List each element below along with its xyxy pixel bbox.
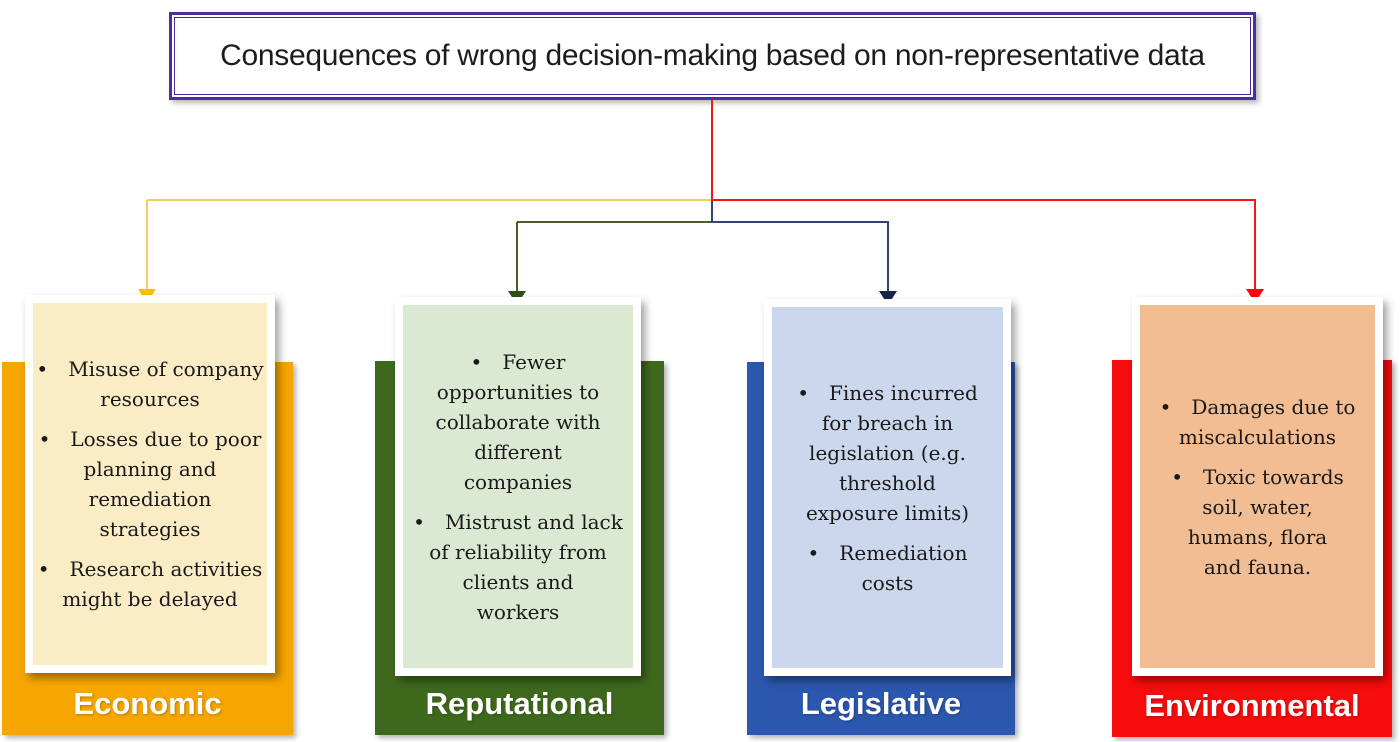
bullet-item: • Toxic towards soil, water, humans, flo…	[1171, 464, 1344, 579]
bullet-item: • Fewer opportunities to collaborate wit…	[435, 349, 601, 494]
bullet-item: • Research activities might be delayed	[37, 557, 263, 611]
diagram-title: Consequences of wrong decision-making ba…	[220, 39, 1205, 72]
environmental-card: • Damages due to miscalculations • Toxic…	[1132, 297, 1383, 676]
economic-label: Economic	[73, 685, 222, 721]
bullet-item: • Fines incurred for breach in legislati…	[797, 380, 978, 525]
connector-economic-horizontal	[147, 199, 713, 201]
legislative-card: • Fines incurred for breach in legislati…	[764, 299, 1011, 676]
connector-reputational-horizontal	[517, 221, 713, 223]
connector-stem	[711, 100, 713, 201]
legislative-label: Legislative	[800, 685, 962, 721]
connector-legislative-horizontal	[711, 221, 889, 223]
title-box-inner-border: Consequences of wrong decision-making ba…	[174, 17, 1251, 95]
bullet-item: • Losses due to poor planning and remedi…	[38, 427, 262, 541]
economic-card-fill: • Misuse of company resources • Losses d…	[33, 303, 267, 665]
connector-economic-vertical	[146, 200, 148, 289]
environmental-label: Environmental	[1144, 687, 1360, 723]
connector-environmental-horizontal	[711, 199, 1256, 201]
bullet-item: • Damages due to miscalculations	[1159, 394, 1356, 449]
connector-stem-lower	[711, 200, 713, 222]
economic-card: • Misuse of company resources • Losses d…	[25, 295, 275, 673]
bullet-item: • Misuse of company resources	[36, 357, 264, 411]
title-box: Consequences of wrong decision-making ba…	[169, 12, 1256, 100]
reputational-label: Reputational	[425, 685, 614, 721]
connector-environmental-vertical	[1254, 200, 1256, 289]
bullet-item: • Mistrust and lack of reliability from …	[413, 509, 623, 624]
reputational-card-fill: • Fewer opportunities to collaborate wit…	[403, 305, 633, 668]
bullet-item: • Remediation costs	[807, 540, 968, 595]
environmental-card-fill: • Damages due to miscalculations • Toxic…	[1140, 305, 1375, 668]
connector-reputational-vertical	[516, 222, 518, 291]
connector-legislative-vertical	[887, 222, 889, 291]
reputational-card: • Fewer opportunities to collaborate wit…	[395, 297, 641, 676]
legislative-card-fill: • Fines incurred for breach in legislati…	[772, 307, 1003, 668]
